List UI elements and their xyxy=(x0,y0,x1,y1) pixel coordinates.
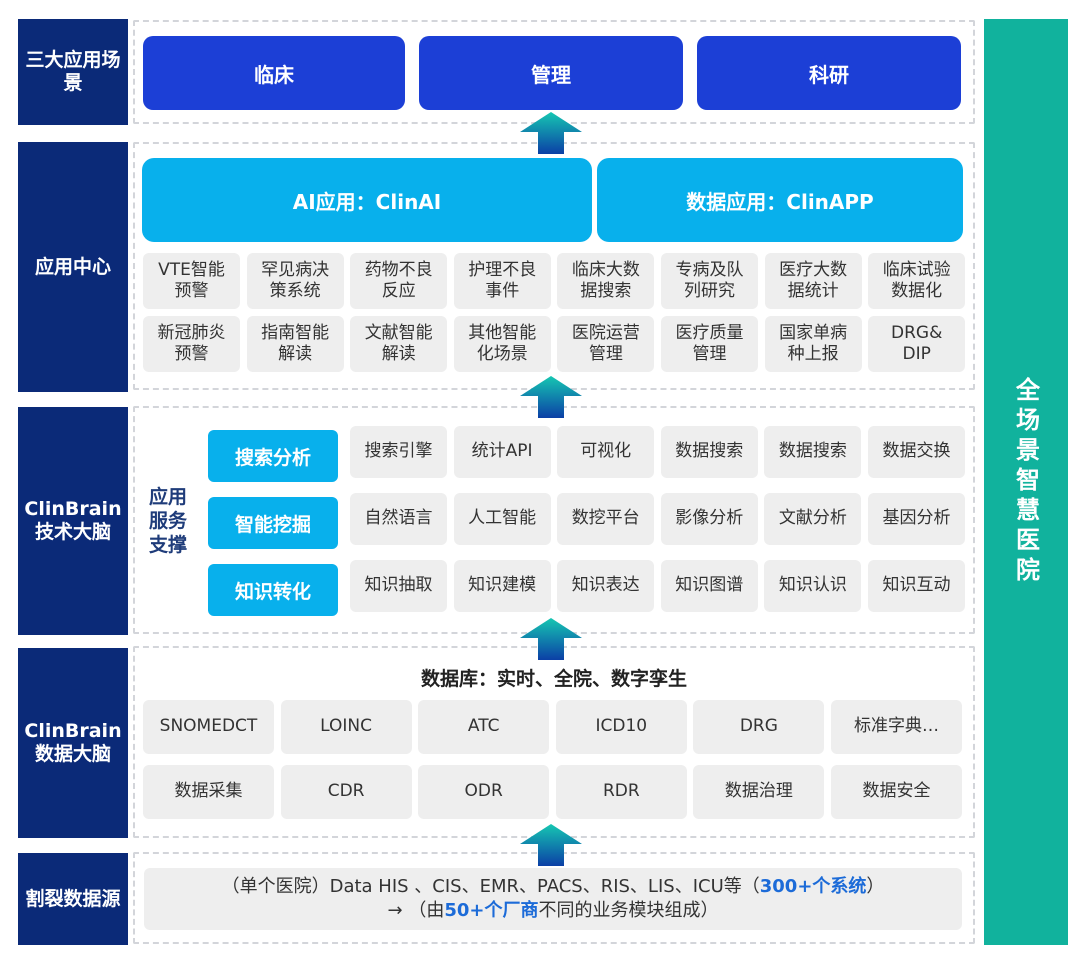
capability-tag: 知识转化 xyxy=(208,564,338,616)
app-function-cell: 指南智能 解读 xyxy=(246,316,344,372)
app-function-cell: DRG& DIP xyxy=(868,316,966,372)
data-standard-cell: ICD10 xyxy=(555,700,687,754)
app-function-cell: 临床试验 数据化 xyxy=(868,253,966,309)
app-function-cell: 医疗质量 管理 xyxy=(661,316,758,372)
database-title: 数据库：实时、全院、数字孪生 xyxy=(420,668,687,690)
capability-item: 影像分析 xyxy=(660,493,758,545)
data-standard-cell: RDR xyxy=(555,765,687,819)
app-function-cell: 其他智能 化场景 xyxy=(453,316,551,372)
capability-item: 知识图谱 xyxy=(660,560,758,612)
data-standard-cell: 标准字典… xyxy=(831,700,962,754)
layer-label-sources: 割裂数据源 xyxy=(18,853,128,945)
data-standard-cell: 数据安全 xyxy=(831,765,962,819)
app-function-cell: 医院运营 管理 xyxy=(557,316,655,372)
data-standard-cell: LOINC xyxy=(280,700,412,754)
data-standard-cell: 数据治理 xyxy=(693,765,825,819)
scene-management: 管理 xyxy=(419,36,683,110)
source-line-1-text: （单个医院）Data HIS 、CIS、EMR、PACS、RIS、LIS、ICU… xyxy=(221,875,760,897)
source-systems-box: （单个医院）Data HIS 、CIS、EMR、PACS、RIS、LIS、ICU… xyxy=(144,868,962,930)
source-line-2-end: 不同的业务模块组成） xyxy=(538,900,719,921)
source-line-2-text: → （由 xyxy=(387,900,445,921)
capability-tag: 搜索分析 xyxy=(208,430,338,482)
app-function-cell: 医疗大数 据统计 xyxy=(764,253,862,309)
capability-item: 数挖平台 xyxy=(557,493,655,545)
data-standard-cell: DRG xyxy=(693,700,825,754)
app-function-cell: 专病及队 列研究 xyxy=(661,253,758,309)
capability-item: 自然语言 xyxy=(350,493,447,545)
source-vendors-count: 50+个厂商 xyxy=(444,900,539,921)
up-arrow-icon xyxy=(520,824,582,866)
capability-item: 数据搜索 xyxy=(764,426,862,478)
up-arrow-icon xyxy=(520,112,582,154)
app-function-cell: 新冠肺炎 预警 xyxy=(143,316,240,372)
app-function-cell: 罕见病决 策系统 xyxy=(246,253,344,309)
capability-item: 人工智能 xyxy=(453,493,551,545)
smart-hospital-label: 全场景智慧医院 xyxy=(1011,377,1040,587)
capability-item: 可视化 xyxy=(557,426,655,478)
scene-research: 科研 xyxy=(697,36,961,110)
data-standard-cell: ATC xyxy=(418,700,550,754)
data-standard-cell: ODR xyxy=(418,765,550,819)
up-arrow-icon xyxy=(520,376,582,418)
layer-label-data-brain: ClinBrain 数据大脑 xyxy=(18,648,128,838)
app-function-cell: 国家单病 种上报 xyxy=(764,316,862,372)
capability-item: 文献分析 xyxy=(764,493,862,545)
data-standard-cell: CDR xyxy=(280,765,412,819)
capability-item: 知识表达 xyxy=(557,560,655,612)
data-standard-cell: 数据采集 xyxy=(143,765,274,819)
source-systems-count: 300+个系统 xyxy=(759,875,867,897)
capability-item: 数据交换 xyxy=(868,426,965,478)
source-line-2: → （由50+个厂商不同的业务模块组成） xyxy=(388,899,719,923)
scene-clinical: 临床 xyxy=(143,36,405,110)
capability-item: 知识建模 xyxy=(453,560,551,612)
app-function-cell: 临床大数 据搜索 xyxy=(557,253,655,309)
source-line-1-end: ） xyxy=(866,875,885,897)
layer-label-tech-brain: ClinBrain 技术大脑 xyxy=(18,407,128,635)
smart-hospital-bar: 全场景智慧医院 xyxy=(984,19,1068,945)
data-standard-cell: SNOMEDCT xyxy=(143,700,274,754)
capability-item: 搜索引擎 xyxy=(350,426,447,478)
app-clinai: AI应用：ClinAI xyxy=(142,158,592,242)
layer-label-scenes: 三大应用场景 xyxy=(18,19,128,125)
app-function-cell: 文献智能 解读 xyxy=(350,316,448,372)
app-function-cell: VTE智能 预警 xyxy=(143,253,240,309)
service-support-label: 应用 服务 支撑 xyxy=(148,486,187,556)
app-function-cell: 护理不良 事件 xyxy=(453,253,551,309)
capability-item: 知识认识 xyxy=(764,560,862,612)
source-line-1: （单个医院）Data HIS 、CIS、EMR、PACS、RIS、LIS、ICU… xyxy=(222,875,885,899)
capability-item: 数据搜索 xyxy=(660,426,758,478)
up-arrow-icon xyxy=(520,618,582,660)
app-function-cell: 药物不良 反应 xyxy=(350,253,448,309)
app-clinapp: 数据应用：ClinAPP xyxy=(597,158,963,242)
capability-item: 统计API xyxy=(453,426,551,478)
layer-label-app-center: 应用中心 xyxy=(18,142,128,392)
capability-item: 知识互动 xyxy=(868,560,965,612)
capability-tag: 智能挖掘 xyxy=(208,497,338,549)
capability-item: 知识抽取 xyxy=(350,560,447,612)
capability-item: 基因分析 xyxy=(868,493,965,545)
